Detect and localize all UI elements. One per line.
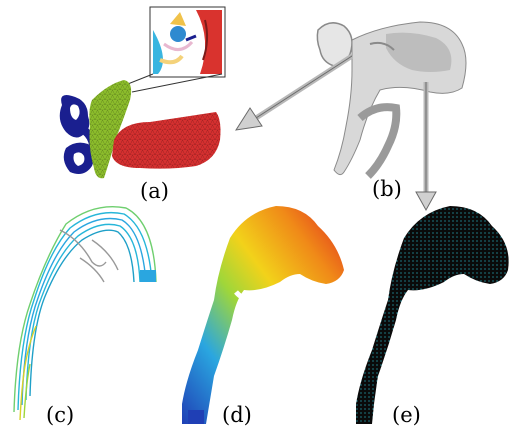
- nasal-red: [112, 112, 221, 169]
- label-a: (a): [140, 179, 169, 203]
- ossicles-blue: [60, 95, 95, 174]
- label-c: (c): [46, 403, 74, 427]
- label-e: (e): [392, 403, 421, 427]
- contour-shape: [182, 206, 344, 424]
- label-d: (d): [222, 403, 252, 427]
- mesh-shape: [356, 206, 509, 424]
- label-b: (b): [372, 177, 402, 201]
- inset-zoom-image: [150, 7, 225, 77]
- panel-d-pressure-contour: (d): [182, 206, 344, 427]
- panel-b-anatomy: (b): [236, 22, 466, 210]
- panel-e-mesh: (e): [356, 206, 509, 427]
- panel-a-ear-model: (a): [60, 7, 225, 203]
- arrow-to-a: [236, 56, 352, 130]
- arrow-to-e: [416, 82, 436, 210]
- panel-c-streamlines: (c): [14, 207, 156, 427]
